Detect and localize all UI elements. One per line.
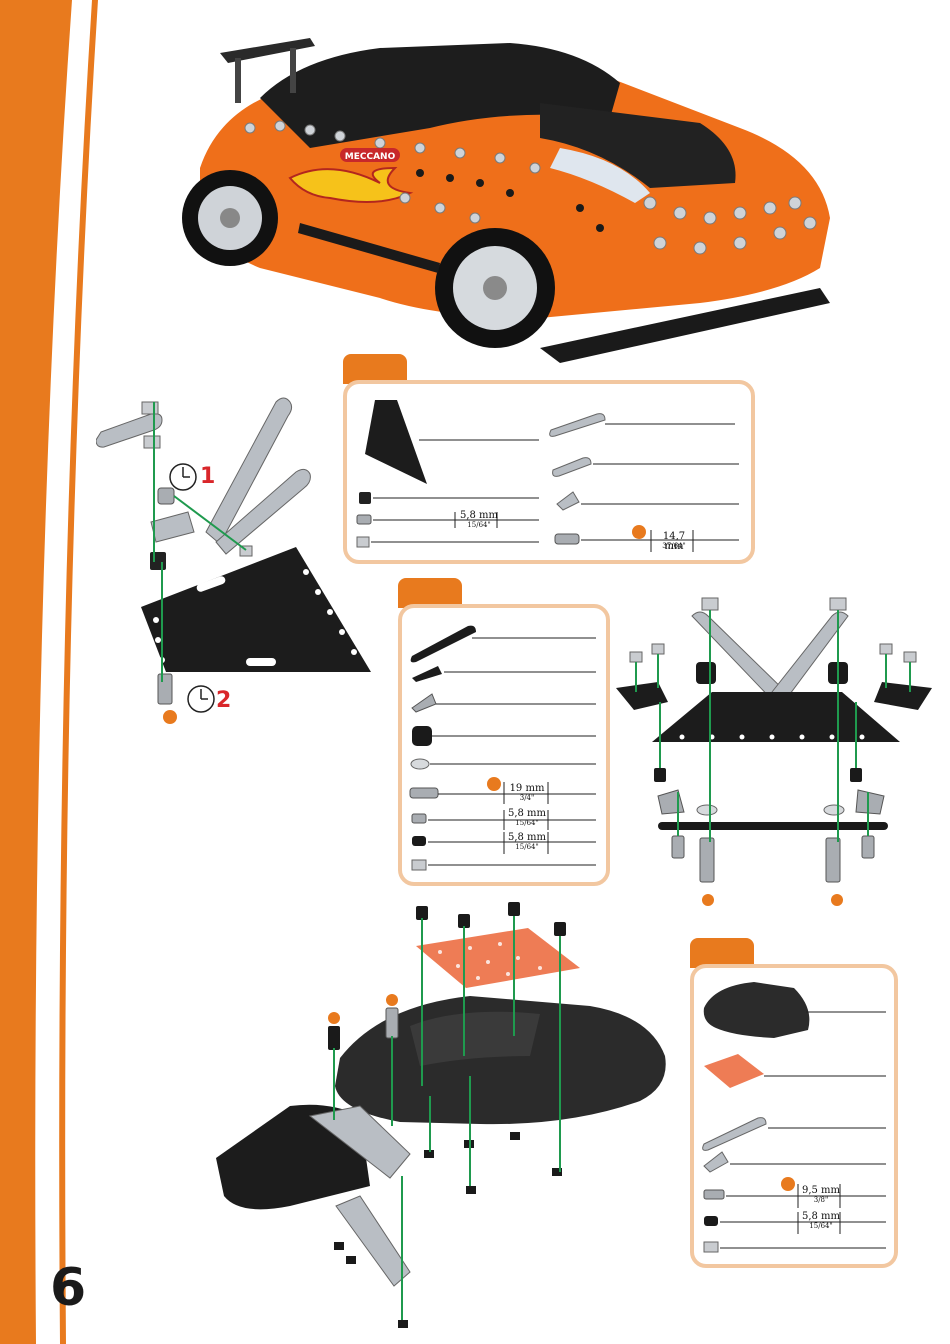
parts-list-1: 5,8 mm 15/64" 14,7 mm 37/64" bbox=[343, 380, 755, 564]
car-photo: MECCANO bbox=[180, 18, 860, 378]
brand-badge: MECCANO bbox=[345, 152, 396, 162]
step-number-1: 1 bbox=[200, 466, 215, 488]
step-2-diagram bbox=[612, 592, 942, 912]
dim-inch: 15/64" bbox=[800, 1223, 842, 1230]
dim-mm: 19 mm bbox=[506, 784, 548, 794]
parts-list-3: 9,5 mm 3/8" 5,8 mm 15/64" bbox=[690, 964, 898, 1268]
orange-side-stripe bbox=[0, 0, 110, 1344]
parts-list-3-art bbox=[694, 968, 894, 1264]
dim-inch: 37/64" bbox=[653, 543, 695, 550]
orange-marker-dot bbox=[163, 710, 177, 724]
step-number-2: 2 bbox=[216, 690, 231, 712]
dim-mm: 9,5 mm bbox=[800, 1186, 842, 1196]
clock-icon bbox=[186, 684, 216, 714]
dim-inch: 3/8" bbox=[800, 1197, 842, 1204]
page-number: 6 bbox=[50, 1262, 86, 1314]
dim-mm: 5,8 mm bbox=[506, 833, 548, 843]
clock-icon bbox=[168, 462, 198, 492]
dim-mm: 5,8 mm bbox=[800, 1212, 842, 1222]
parts-list-2: 19 mm 3/4" 5,8 mm 15/64" 5,8 mm 15/64" bbox=[398, 604, 610, 886]
dim-inch: 15/64" bbox=[459, 522, 499, 529]
parts-list-2-art bbox=[402, 608, 606, 882]
dim-inch: 15/64" bbox=[506, 844, 548, 851]
dim-mm: 5,8 mm bbox=[459, 511, 499, 521]
dim-inch: 3/4" bbox=[506, 795, 548, 802]
dim-mm: 5,8 mm bbox=[506, 809, 548, 819]
dim-inch: 15/64" bbox=[506, 820, 548, 827]
step-3-diagram bbox=[210, 896, 680, 1336]
